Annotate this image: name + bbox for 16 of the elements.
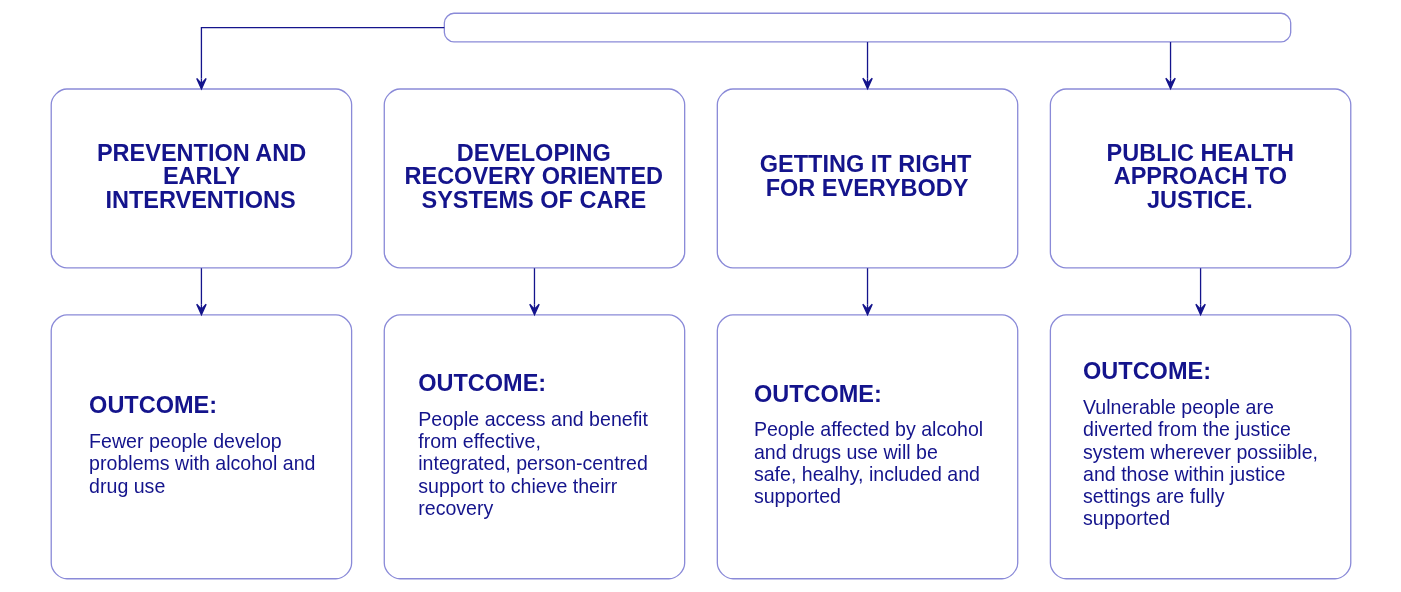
node-box: OUTCOME: People affected by alcohol and drugs use will be safe, healhy, included and supported <box>716 314 1018 580</box>
node-box: OUTCOME: Vulnerable people are diverted from the justice system wherever possiible, and those within justice settings are fully supported <box>1049 314 1351 580</box>
arrow <box>1194 267 1206 316</box>
node-box: OUTCOME: People access and benefit from effective, integrated, person-centred support to chieve theirr recovery <box>383 314 685 580</box>
node-box: DEVELOPING RECOVERY ORIENTED SYSTEMS OF CARE <box>383 88 685 269</box>
node-box: GETTING IT RIGHT FOR EVERYBODY <box>716 88 1018 269</box>
node-box: OUTCOME: Fewer people develop problems with alcohol and drug use <box>50 314 352 580</box>
node-box <box>443 12 1291 43</box>
arrow <box>195 26 445 90</box>
arrow <box>861 41 873 90</box>
arrow <box>1164 41 1176 90</box>
arrow <box>861 267 873 316</box>
arrow <box>195 267 207 316</box>
node-box: PREVENTION AND EARLY INTERVENTIONS <box>50 88 352 269</box>
arrow <box>528 267 540 316</box>
node-box: PUBLIC HEALTH APPROACH TO JUSTICE. <box>1049 88 1351 269</box>
